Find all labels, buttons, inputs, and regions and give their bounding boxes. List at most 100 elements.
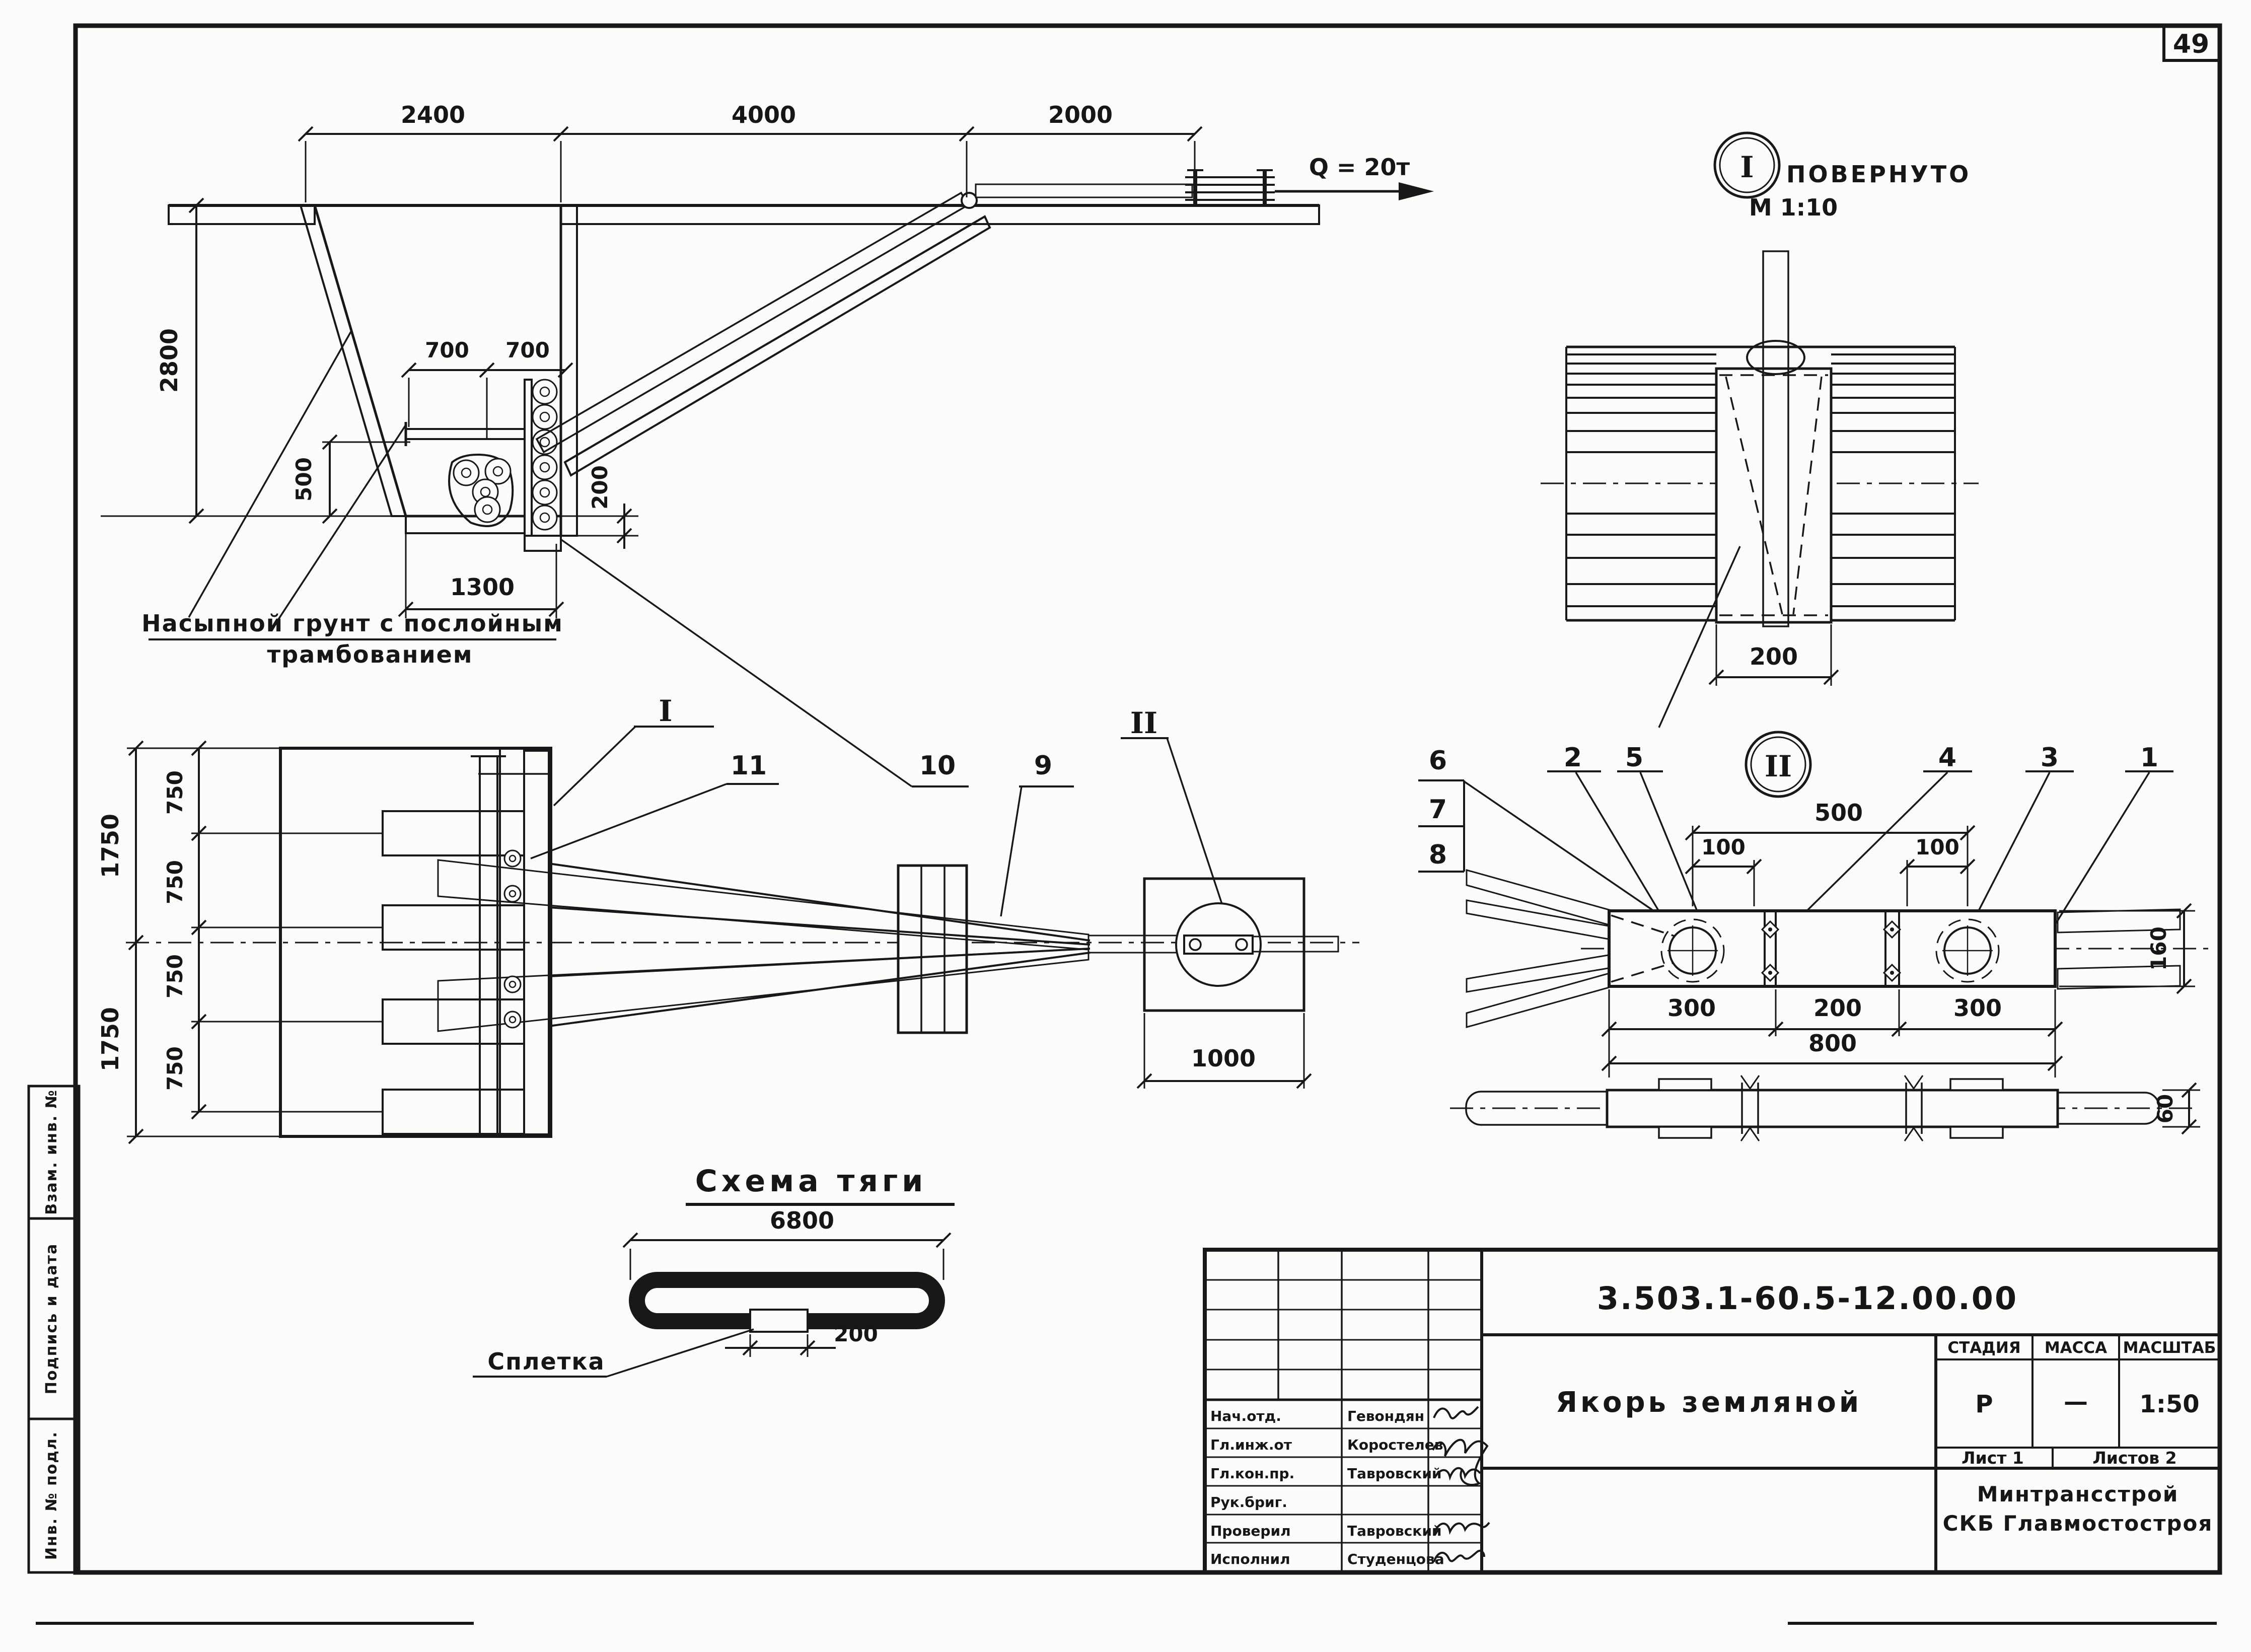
svg-text:9: 9 xyxy=(1034,751,1052,781)
log-bundle xyxy=(448,453,514,527)
log-column xyxy=(532,379,558,531)
mass-value: — xyxy=(2064,1388,2088,1416)
svg-text:500: 500 xyxy=(1814,799,1863,826)
col-stage: СТАДИЯ xyxy=(1947,1339,2020,1357)
ground-note-line1: Насыпной грунт с послойным xyxy=(141,610,563,637)
dim-750-3: 750 xyxy=(163,954,187,998)
col-mass: МАССА xyxy=(2045,1339,2107,1357)
svg-text:10: 10 xyxy=(919,751,956,781)
anchor-plate xyxy=(524,379,533,537)
plan-outline xyxy=(279,747,552,1138)
scheme-title: Схема тяги xyxy=(695,1164,927,1199)
sheets-total: Листов 2 xyxy=(2092,1448,2176,1468)
detail-scale: М 1:10 xyxy=(1749,194,1838,221)
splice-label: Сплетка xyxy=(473,1328,754,1378)
dim-500: 500 xyxy=(292,457,316,501)
side-dim-60: 60 xyxy=(2153,1082,2200,1135)
scale-value: 1:50 xyxy=(2139,1390,2199,1418)
horizontal-rope xyxy=(975,183,1193,198)
dim-750-2: 750 xyxy=(163,860,187,904)
stamp-inv: Инв. № подл. xyxy=(43,1431,60,1560)
sii-dim-160: 160 xyxy=(2059,903,2195,994)
callout-9: 9 xyxy=(1000,751,1074,917)
plan-dim-1750: 1750 1750 xyxy=(97,740,280,1144)
page-number-box xyxy=(2162,24,2221,62)
ground-note-line2: трамбованием xyxy=(267,641,473,668)
svg-text:I: I xyxy=(659,694,672,728)
svg-text:100: 100 xyxy=(1701,835,1746,859)
svg-text:100: 100 xyxy=(1915,835,1959,859)
dim-750-4: 750 xyxy=(163,1046,187,1091)
scheme-dim-200: 200 xyxy=(725,1322,878,1357)
cs-dim-200: 200 xyxy=(561,465,638,549)
detail-circle-outer xyxy=(1713,131,1781,199)
signatures xyxy=(1432,1406,1490,1562)
svg-text:6: 6 xyxy=(1429,746,1447,776)
svg-text:200: 200 xyxy=(1813,994,1862,1022)
svg-text:Рук.бриг.: Рук.бриг. xyxy=(1210,1494,1287,1511)
dim-1000: 1000 xyxy=(1191,1045,1256,1072)
callout-1: 1 xyxy=(2041,743,2173,947)
svg-text:Коростелев: Коростелев xyxy=(1347,1436,1443,1453)
svg-text:200: 200 xyxy=(1750,643,1798,670)
load-label: Q = 20т xyxy=(1309,154,1410,181)
pull-scheme: Схема тяги 6800 200 Сплетка xyxy=(473,1164,955,1378)
svg-text:200: 200 xyxy=(834,1322,878,1346)
svg-text:II: II xyxy=(1130,706,1157,740)
section-ii-view: 6 7 8 II 2 5 4 3 1 xyxy=(1418,731,2215,1078)
svg-text:8: 8 xyxy=(1429,840,1447,870)
org-line2: СКБ Главмостостроя xyxy=(1943,1511,2213,1536)
rope-knots xyxy=(503,849,522,1029)
callout-678: 6 7 8 xyxy=(1418,746,1658,914)
svg-text:160: 160 xyxy=(2146,926,2171,971)
svg-text:3: 3 xyxy=(2041,743,2059,773)
plan-view: 1000 1750 1750 750 750 750 750 I II 11 xyxy=(97,539,1359,1144)
callout-11: 11 xyxy=(530,751,779,859)
plan-log-rows xyxy=(382,810,525,1135)
callout-10: 10 xyxy=(560,539,969,787)
plan-dim-750: 750 750 750 750 xyxy=(163,740,383,1120)
org-line1: Минтрансстрой xyxy=(1977,1482,2179,1506)
col-scale: МАСШТАБ xyxy=(2123,1339,2216,1357)
rope-wrap xyxy=(1746,340,1805,375)
dim-700a: 700 xyxy=(425,338,469,363)
sii-dim-row: 300 200 300 800 xyxy=(1601,989,2063,1078)
load-arrow-head xyxy=(1399,182,1434,200)
dim-2000: 2000 xyxy=(1048,101,1113,128)
section-mark-ii-plan: II xyxy=(1121,706,1223,904)
section-ii-mark: II xyxy=(1765,749,1792,783)
bearing-beam xyxy=(405,428,526,440)
dim-200: 200 xyxy=(588,465,612,510)
detail-plank xyxy=(1715,367,1833,624)
callout-4: 4 xyxy=(1784,743,1972,933)
drawing-title: Якорь земляной xyxy=(1556,1386,1862,1419)
surface-anchor-block xyxy=(1087,877,1339,1012)
dim-1750b: 1750 xyxy=(97,1007,124,1071)
surface-winch xyxy=(1185,169,1275,206)
scheme-dim-6800: 6800 xyxy=(622,1207,952,1280)
splice xyxy=(749,1309,809,1333)
section-mark-i: I xyxy=(553,694,714,807)
inclined-rope xyxy=(535,191,970,454)
detail-label: ПОВЕРНУТО xyxy=(1786,161,1971,188)
detail-dim-200: 200 xyxy=(1708,624,1839,686)
svg-text:Сплетка: Сплетка xyxy=(487,1348,605,1375)
svg-text:60: 60 xyxy=(2153,1094,2177,1123)
plank-wall xyxy=(523,750,550,1135)
svg-text:Исполнил: Исполнил xyxy=(1210,1551,1290,1567)
detail-circle-inner xyxy=(1719,137,1775,193)
svg-text:Студенцова: Студенцова xyxy=(1347,1551,1444,1567)
svg-text:7: 7 xyxy=(1429,795,1447,825)
margin-stamps: Взам. инв. № Подпись и дата Инв. № подл. xyxy=(27,1085,81,1574)
svg-text:Гл.инж.от: Гл.инж.от xyxy=(1210,1436,1292,1453)
side-bar xyxy=(1606,1089,2059,1128)
detail-rope xyxy=(1762,250,1789,627)
detail-mark: I xyxy=(1740,150,1754,184)
detail-i-view: I ПОВЕРНУТО М 1:10 xyxy=(1541,131,1979,728)
anchor-assembly xyxy=(404,379,558,537)
cs-dim-500: 500 xyxy=(292,434,410,524)
svg-text:4: 4 xyxy=(1938,743,1956,773)
dim-750-1: 750 xyxy=(163,770,187,815)
cs-dim-1300: 1300 xyxy=(398,524,564,618)
